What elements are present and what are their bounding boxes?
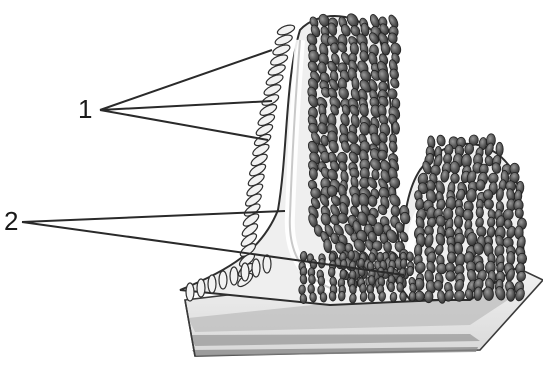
microvillus	[507, 288, 516, 301]
surface-projection	[241, 263, 249, 281]
microvillus	[436, 134, 447, 147]
surface-projection	[263, 255, 271, 273]
microvillus	[320, 292, 327, 302]
microvillus	[447, 252, 456, 264]
microvillus	[515, 208, 524, 218]
surface-projection	[230, 267, 238, 285]
microvillus	[409, 292, 416, 302]
label-2: 2	[4, 206, 18, 236]
microvillus	[338, 291, 345, 301]
microvillus	[496, 142, 503, 156]
microvillus	[454, 215, 463, 228]
microvillus	[328, 267, 335, 277]
surface-projection	[186, 283, 194, 301]
microvillus	[476, 207, 483, 218]
label-1: 1	[78, 94, 92, 124]
surface-projection	[197, 279, 205, 297]
microvillus	[389, 77, 400, 90]
microvillus	[348, 250, 355, 260]
surface-projection	[208, 275, 216, 293]
microvillus	[487, 217, 495, 227]
surface-projection	[252, 259, 260, 277]
microvillus	[400, 259, 407, 269]
microvillus	[424, 291, 433, 303]
surface-projection	[219, 271, 227, 289]
